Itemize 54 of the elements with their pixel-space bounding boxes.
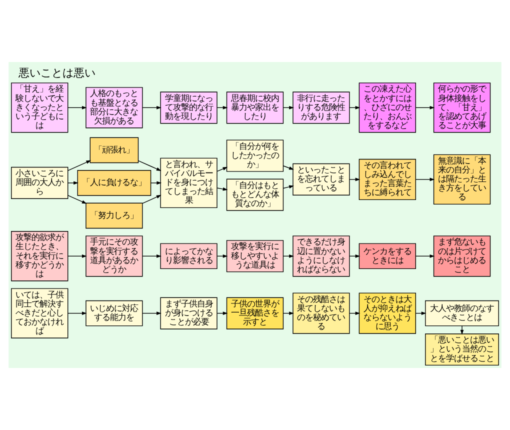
node-box: と言われ、サバイバルモードを身につけてしまった結果 [160, 158, 218, 208]
node-box: 「頑張れ」 [90, 137, 139, 164]
arrow [142, 312, 162, 315]
arrow [142, 194, 162, 204]
arrow [216, 187, 228, 191]
node-box: 「自分はもともとどんな体質なのか」 [226, 178, 284, 211]
node-box: 学童期になって攻撃的な行動を現したり [160, 92, 218, 124]
arrow [138, 160, 162, 171]
node-box: その言われてしみ込んでしまった言葉たちに縛られて [358, 158, 416, 200]
node-box: 大人や教師のなすべきことは [425, 300, 499, 326]
arrow [68, 106, 87, 110]
node-box: 「甘え」を経験しないで大きくなったという子どもには [11, 82, 68, 133]
node-box: 攻撃を実行に移しやすいような道具は [226, 240, 284, 272]
arrow [142, 106, 162, 110]
arrow [68, 160, 92, 171]
node-box: 人格のもっとも基盤となる部分に大きな欠損がある [86, 87, 143, 128]
arrow [68, 195, 87, 204]
node-box: できるだけ身辺に置かないようにしなければならない [292, 236, 350, 277]
arrow [460, 326, 464, 335]
diagram-title: 悪いことは悪い [18, 66, 96, 80]
arrow [142, 254, 162, 258]
node-box: 何らかの形で身体接触をして、「甘え」を認めてあげることが大事 [433, 82, 491, 133]
node-box: いては、子供同士で解決すべきだと心しておかなければ [11, 288, 68, 338]
node-box: 「悪いことは悪い」という当然のことを学ばせること [425, 334, 499, 366]
node-box: 攻撃的欲求が生じたとき、それを実行に移すかどうかは [11, 231, 68, 282]
node-box: といったことを忘れてしまっている [292, 163, 350, 196]
arrow [283, 166, 294, 170]
arrow [68, 312, 87, 315]
node-box: 手元にその攻撃を実行する道具があるかどうか [86, 236, 143, 277]
arrow [68, 181, 78, 185]
node-box: まず子供自身が身につけることが必要 [160, 297, 218, 330]
node-box: 小さいころに周囲の大人から [11, 166, 68, 199]
node-box: ケンカをするときには [358, 243, 416, 270]
node-box: によってかなり影響される [160, 243, 218, 270]
arrow [349, 178, 360, 182]
node-box: まず危ないものは片づけてからはじめること [433, 236, 491, 277]
node-box: 非行に走ったりする危険性があります [292, 92, 350, 124]
arrow [283, 185, 294, 189]
node-box: 「努力しろ」 [86, 202, 143, 229]
arrow [68, 254, 87, 258]
node-box: 「人に負けるな」 [77, 170, 152, 196]
arrow [415, 178, 435, 182]
node-box: 「自分が何をしたかったのか」 [226, 140, 284, 172]
arrow [216, 166, 228, 172]
arrow [415, 254, 435, 258]
node-box: 思春期に校内暴力や家出をしたり [226, 92, 284, 124]
node-box: 子供の世界が一旦残酷さを示すと [226, 297, 284, 330]
node-box: そのときは大人が抑えねばならないように思う [358, 292, 416, 334]
node-box: 無意識に「本来の自分」とは隔たった生き方をしている [433, 154, 491, 205]
node-box: いじめに対応する能力を [86, 300, 143, 326]
node-box: この凍えた心をとかすには、ひざにのせたり、おんぶをするなど [358, 82, 416, 133]
node-box: その残酷さは果てしないものを秘めている [292, 292, 350, 334]
arrow [150, 181, 162, 185]
arrow [415, 106, 435, 110]
